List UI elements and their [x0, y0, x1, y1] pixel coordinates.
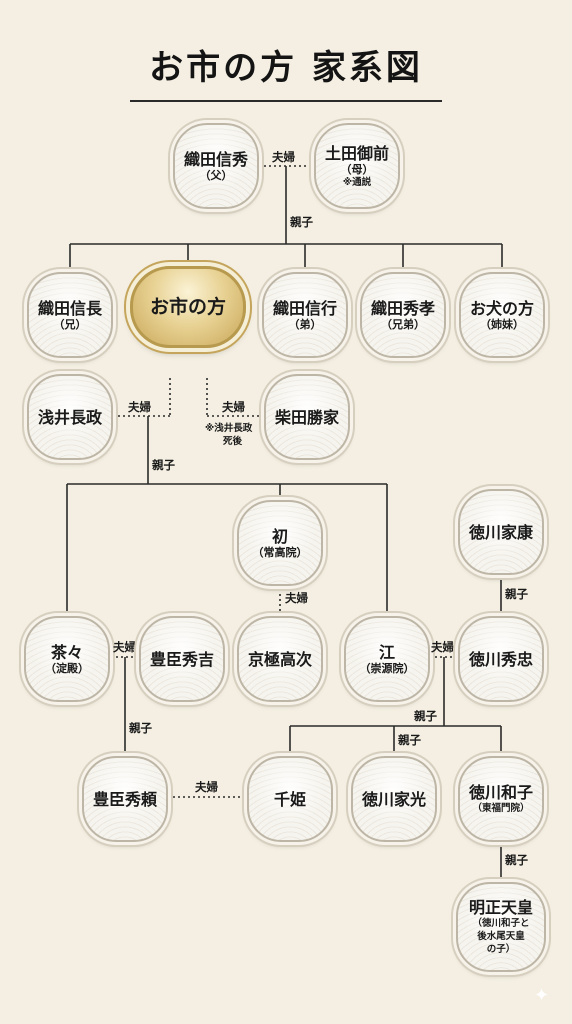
person-name: 織田信行: [272, 299, 337, 318]
label-couple: 夫婦: [113, 640, 136, 654]
node-oda-nobuyuki: 織田信行 （弟）: [262, 272, 348, 358]
person-note-line3: の子）: [486, 944, 516, 955]
person-relation: （崇源院）: [359, 662, 415, 675]
person-note-line2: 後水尾天皇: [477, 931, 525, 942]
node-oinu: お犬の方 （姉妹）: [459, 272, 545, 358]
label-couple: 夫婦: [222, 400, 245, 414]
person-relation: （兄弟）: [381, 318, 425, 331]
person-name: 初: [271, 527, 288, 546]
person-relation: （母）: [340, 162, 374, 176]
node-tokugawa-iemitsu: 徳川家光: [351, 756, 437, 842]
node-tokugawa-hidetada: 徳川秀忠: [458, 616, 544, 702]
person-name: 豊臣秀吉: [149, 649, 214, 669]
person-name: 織田信秀: [183, 150, 248, 169]
person-relation: （父）: [199, 169, 233, 182]
person-name: 土田御前: [324, 143, 389, 163]
person-relation: （淀殿）: [45, 662, 89, 675]
person-name: 織田秀孝: [370, 299, 435, 318]
person-name: 千姫: [273, 789, 306, 809]
node-oda-hidetaka: 織田秀孝 （兄弟）: [360, 272, 446, 358]
person-name: 浅井長政: [37, 407, 102, 427]
person-name: 徳川家光: [361, 789, 426, 809]
title-underline: [130, 100, 442, 102]
node-oichi: お市の方: [130, 266, 246, 348]
person-name: 柴田勝家: [274, 407, 339, 427]
node-toyotomi-hideyoshi: 豊臣秀吉: [139, 616, 225, 702]
label-couple: 夫婦: [431, 640, 454, 654]
node-tokugawa-ieyasu: 徳川家康: [458, 489, 544, 575]
person-relation: （兄）: [53, 318, 87, 331]
label-parent-child: 親子: [505, 853, 528, 867]
person-name: 明正天皇: [468, 898, 533, 917]
note-after-death-line2: 死後: [223, 436, 243, 447]
label-parent-child: 親子: [398, 733, 421, 747]
person-name: 織田信長: [37, 299, 102, 318]
node-meisho-tenno: 明正天皇 （徳川和子と 後水尾天皇 の子）: [456, 882, 546, 972]
node-hatsu: 初 （常高院）: [237, 500, 323, 586]
person-name: お市の方: [149, 295, 226, 318]
page-title: お市の方 家系図: [149, 48, 423, 88]
node-go: 江 （崇源院）: [344, 616, 430, 702]
label-couple: 夫婦: [285, 591, 308, 605]
note-after-death-line1: ※浅井長政: [205, 423, 253, 434]
label-couple: 夫婦: [128, 400, 151, 414]
sparkle-icon: ✦: [534, 985, 550, 1006]
person-name: 豊臣秀頼: [92, 789, 157, 809]
person-relation: （弟）: [288, 318, 322, 331]
person-relation: （常高院）: [252, 546, 308, 559]
note-tsusetsu: ※通説: [342, 176, 372, 188]
person-relation: （東福門院）: [472, 803, 530, 814]
person-name: 茶々: [50, 643, 83, 662]
person-relation: （姉妹）: [480, 318, 524, 331]
label-parent-child: 親子: [129, 721, 152, 735]
node-toyotomi-hideyori: 豊臣秀頼: [82, 756, 168, 842]
person-name: お犬の方: [469, 299, 534, 318]
person-name: 徳川和子: [468, 783, 533, 802]
label-parent-child: 親子: [505, 587, 528, 601]
node-chacha: 茶々 （淀殿）: [24, 616, 110, 702]
node-shibata-katsuie: 柴田勝家: [264, 374, 350, 460]
node-kyogoku-takatsugu: 京極高次: [237, 616, 323, 702]
person-note-line1: （徳川和子と: [472, 918, 530, 929]
label-parent-child: 親子: [414, 709, 437, 723]
person-name: 徳川家康: [468, 522, 533, 542]
label-parent-child: 親子: [152, 458, 175, 472]
node-senhime: 千姫: [247, 756, 333, 842]
label-couple: 夫婦: [272, 150, 295, 164]
person-name: 江: [378, 643, 395, 662]
node-tsuchida-gozen: 土田御前 （母） ※通説: [314, 123, 400, 209]
node-azai-nagamasa: 浅井長政: [27, 374, 113, 460]
person-name: 徳川秀忠: [468, 649, 533, 669]
node-tokugawa-masako: 徳川和子 （東福門院）: [458, 756, 544, 842]
label-couple: 夫婦: [195, 780, 218, 794]
node-oda-nobunaga: 織田信長 （兄）: [27, 272, 113, 358]
node-oda-nobuhide: 織田信秀 （父）: [173, 123, 259, 209]
label-parent-child: 親子: [290, 215, 313, 229]
person-name: 京極高次: [247, 649, 312, 669]
